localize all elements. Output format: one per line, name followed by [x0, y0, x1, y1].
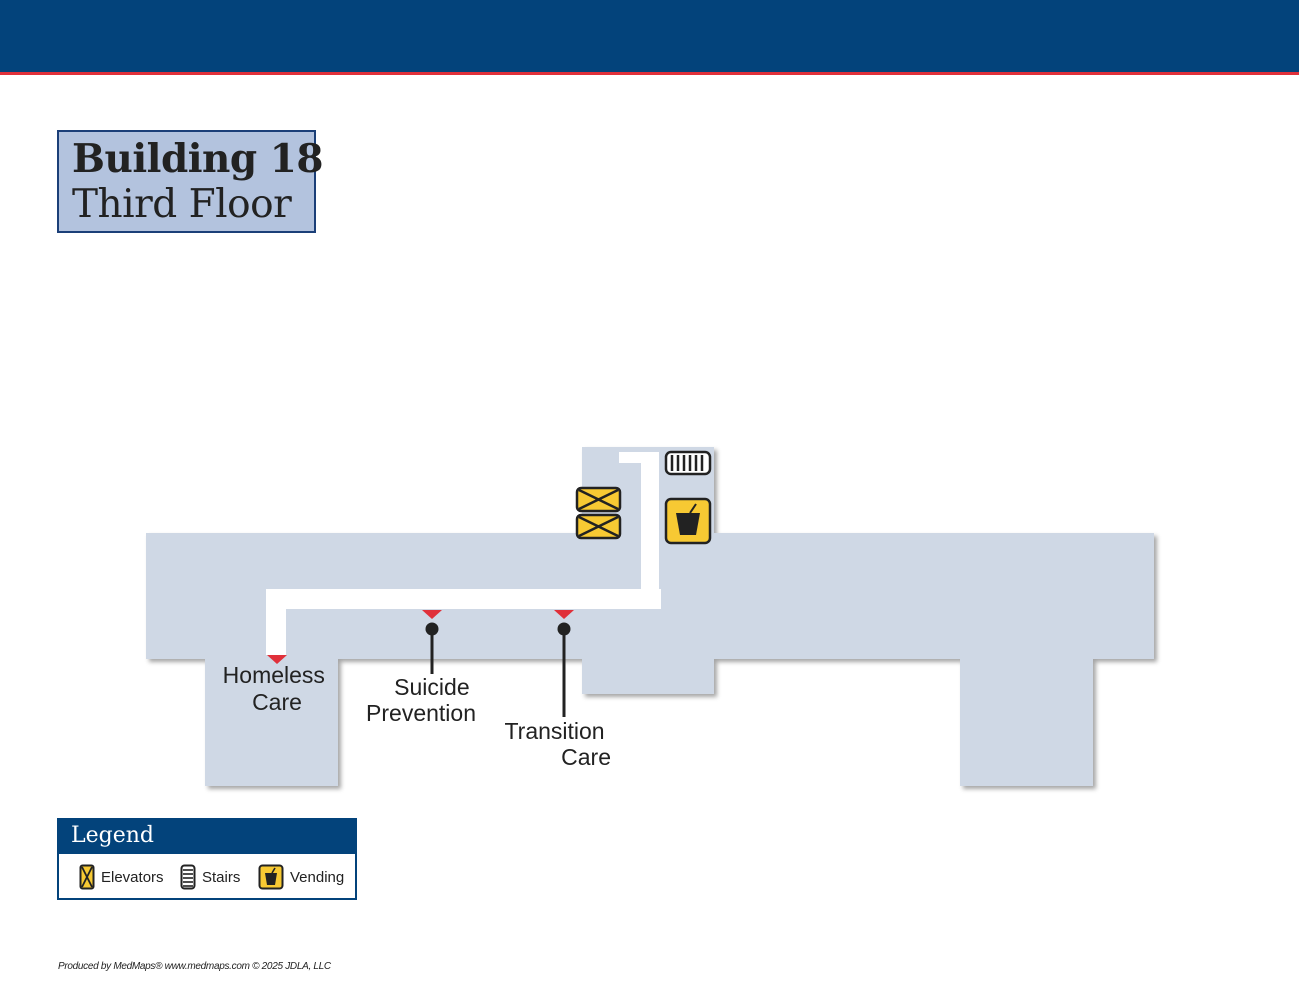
vending-icon[interactable] — [664, 497, 712, 545]
legend-label-elevators: Elevators — [101, 868, 164, 886]
legend-label-stairs: Stairs — [202, 868, 241, 886]
legend-item-vending: Vending — [258, 864, 344, 890]
building-title: Building 18 — [72, 136, 324, 182]
marker-homeless-care[interactable] — [267, 655, 287, 664]
title-box: Building 18 Third Floor — [57, 130, 324, 233]
label-homeless-care: Homeless Care — [223, 662, 332, 715]
elevator-icon — [79, 864, 95, 890]
legend-title: Legend — [59, 820, 355, 854]
legend: Legend Elevators Stairs Vending — [57, 818, 357, 900]
stairs-icon — [180, 864, 196, 890]
footer-credit: Produced by MedMaps® www.medmaps.com © 2… — [58, 961, 331, 972]
marker-suicide-prevention[interactable] — [422, 610, 442, 674]
legend-label-vending: Vending — [290, 868, 345, 886]
legend-item-stairs: Stairs — [180, 864, 240, 890]
floor-title: Third Floor — [72, 182, 292, 227]
legend-item-elevators: Elevators — [79, 864, 164, 890]
stairs-icon[interactable] — [664, 450, 712, 476]
marker-transition-care[interactable] — [554, 610, 574, 717]
route-path — [266, 452, 661, 655]
label-suicide-prevention: Suicide Prevention — [366, 674, 476, 726]
elevator-icon[interactable] — [575, 513, 622, 540]
header-bar — [0, 0, 1299, 75]
elevator-icon[interactable] — [575, 486, 622, 513]
label-transition-care: Transition Care — [504, 718, 611, 770]
vending-icon — [258, 864, 284, 890]
